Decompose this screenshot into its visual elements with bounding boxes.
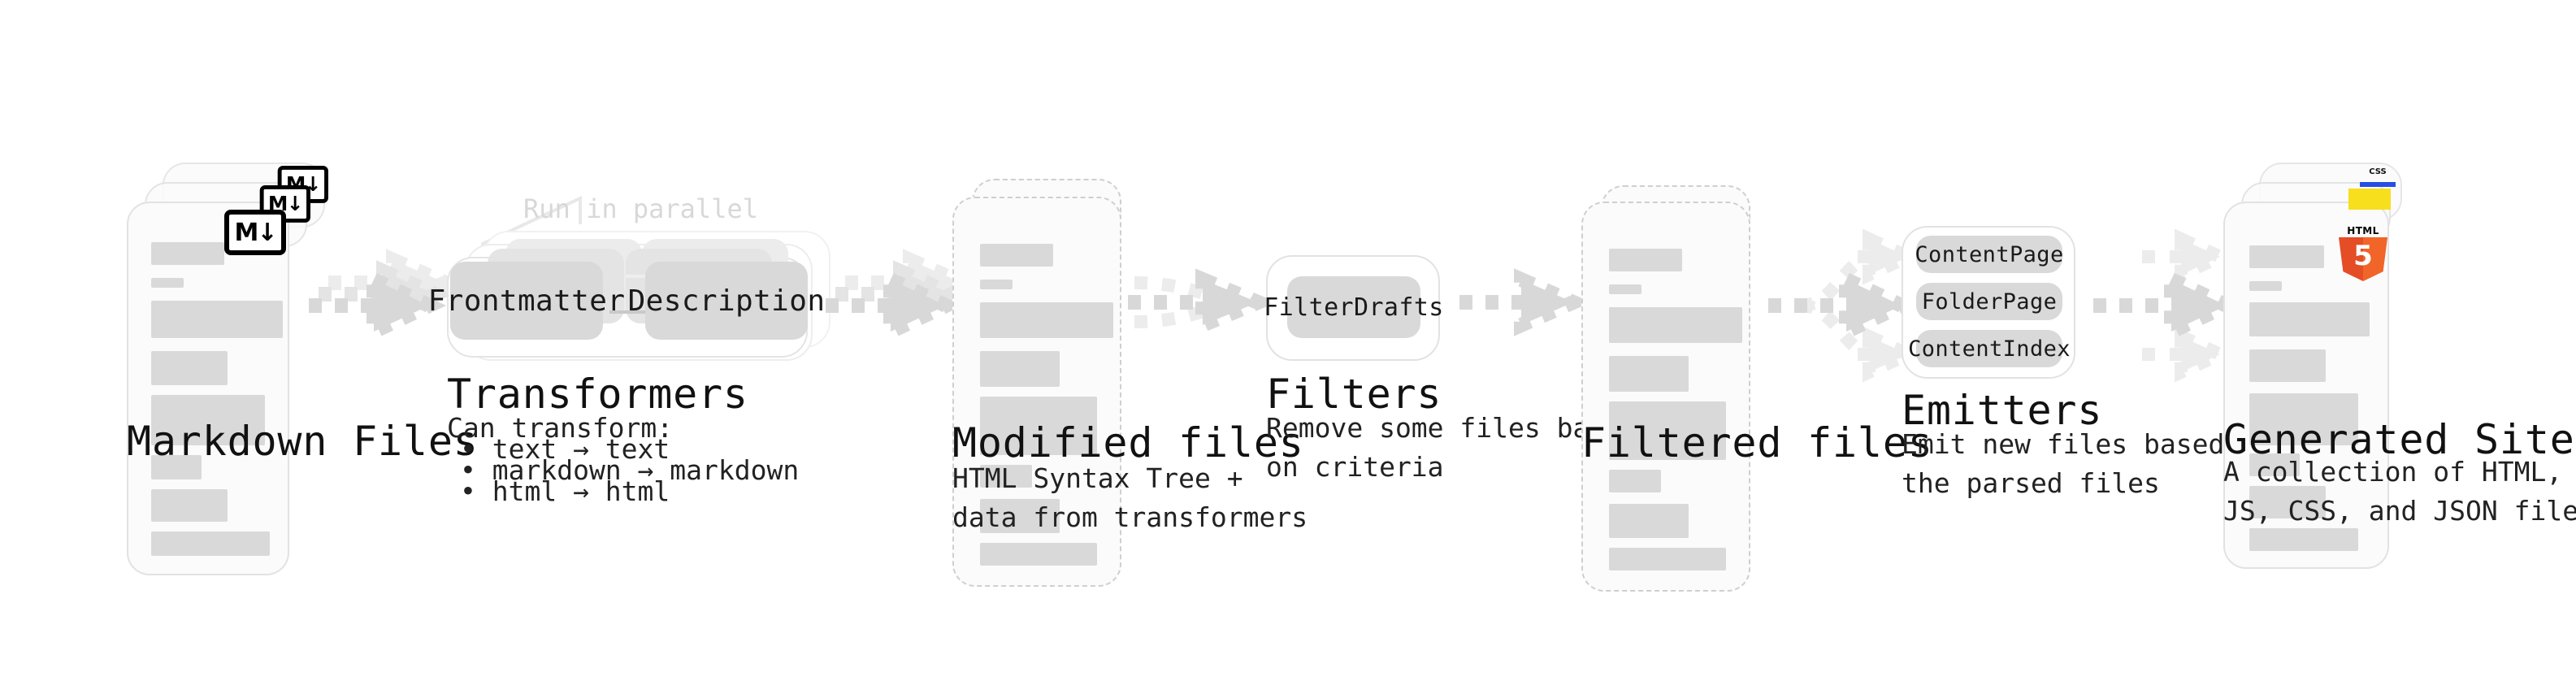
run-in-parallel-label: Run in parallel xyxy=(523,193,758,224)
arrow-modified-to-filters xyxy=(1128,268,1277,336)
skeleton-bar xyxy=(980,351,1060,387)
modified-card-front xyxy=(952,197,1121,587)
skeleton-bar xyxy=(2249,486,2326,518)
emitter-pill-folderpage[interactable]: FolderPage xyxy=(1916,283,2062,320)
emitter-pill-contentindex[interactable]: ContentIndex xyxy=(1908,330,2071,367)
arrow-transformers-to-modified xyxy=(826,249,981,344)
skeleton-bar xyxy=(980,397,1097,455)
skeleton-bar xyxy=(2249,281,2282,291)
stage-desc-modified-files: HTML Syntax Tree + data from transformer… xyxy=(952,463,1308,534)
skeleton-bar xyxy=(980,280,1013,289)
css-badge-label: CSS xyxy=(2369,167,2387,177)
arrow-emitters-to-site xyxy=(2093,228,2244,383)
skeleton-bar xyxy=(2249,349,2326,382)
stage-title-filters: Filters xyxy=(1266,371,1442,418)
skeleton-bar xyxy=(980,302,1113,338)
generated-site-stack: CSS HTML 5 xyxy=(2223,163,2402,569)
skeleton-bar xyxy=(980,499,1060,533)
emitter-pill-contentpage[interactable]: ContentPage xyxy=(1915,236,2063,273)
stage-title-filtered-files: Filtered files xyxy=(1581,419,1933,466)
skeleton-bar xyxy=(980,465,1032,488)
skeleton-bar xyxy=(151,489,228,522)
skeleton-bar xyxy=(1609,470,1661,492)
html5-badge: HTML 5 xyxy=(2339,226,2387,281)
skeleton-bar xyxy=(1609,249,1682,271)
skeleton-bar xyxy=(151,242,224,265)
css-badge: CSS xyxy=(2360,167,2396,187)
stage-title-transformers: Transformers xyxy=(447,371,748,418)
skeleton-bar xyxy=(151,455,202,479)
skeleton-bar xyxy=(151,531,270,556)
skeleton-bar xyxy=(1609,504,1689,538)
stage-desc-emitters: Emit new files based on the parsed files xyxy=(1902,429,2273,500)
skeleton-bar xyxy=(2249,453,2300,476)
skeleton-bar xyxy=(980,543,1097,566)
transformer-pill-frontmatter[interactable]: Frontmatter xyxy=(428,262,625,340)
skeleton-bar xyxy=(2249,302,2370,336)
html5-badge-word: HTML xyxy=(2347,226,2379,237)
filter-pill-filterdrafts[interactable]: FilterDrafts xyxy=(1264,276,1443,338)
transformer-pill-description[interactable]: Description xyxy=(628,262,825,340)
skeleton-bar xyxy=(2249,393,2358,445)
markdown-badge: M↓ xyxy=(224,210,286,255)
skeleton-bar xyxy=(980,244,1053,267)
stage-desc-transformers: Can transform: xyxy=(447,413,674,444)
transformers-bullet-0: • text → text xyxy=(460,434,670,465)
arrow-filtered-to-emitters xyxy=(1768,228,1924,383)
stage-desc-generated-site: A collection of HTML, JS, CSS, and JSON … xyxy=(2223,457,2576,527)
skeleton-bar xyxy=(151,278,184,288)
markdown-card-front xyxy=(127,202,289,575)
skeleton-bar xyxy=(151,351,228,385)
skeleton-bar xyxy=(1609,284,1641,294)
skeleton-bar xyxy=(2249,245,2324,268)
filtered-card-front xyxy=(1581,202,1750,592)
transformers-bullet-2: • html → html xyxy=(460,476,670,507)
stage-title-emitters: Emitters xyxy=(1902,387,2103,434)
skeleton-bar xyxy=(151,301,283,338)
skeleton-bar xyxy=(151,395,265,445)
skeleton-bar xyxy=(2249,528,2358,551)
arrow-filters-to-filtered xyxy=(1459,268,1592,336)
html5-badge-digit: 5 xyxy=(2353,241,2373,273)
js-badge xyxy=(2348,189,2391,210)
skeleton-bar xyxy=(1609,307,1742,343)
stage-title-modified-files: Modified files xyxy=(952,419,1304,466)
skeleton-bar xyxy=(1609,548,1726,570)
stage-title-markdown-files: Markdown Files xyxy=(127,418,479,465)
stage-title-generated-site: Generated Site xyxy=(2223,416,2575,463)
transformers-bullet-1: • markdown → markdown xyxy=(460,455,800,486)
skeleton-bar xyxy=(1609,356,1689,392)
skeleton-bar xyxy=(1609,401,1726,460)
css-badge-bar xyxy=(2360,182,2396,187)
site-card-front xyxy=(2223,202,2389,569)
arrow-markdown-to-transformers xyxy=(309,249,464,344)
